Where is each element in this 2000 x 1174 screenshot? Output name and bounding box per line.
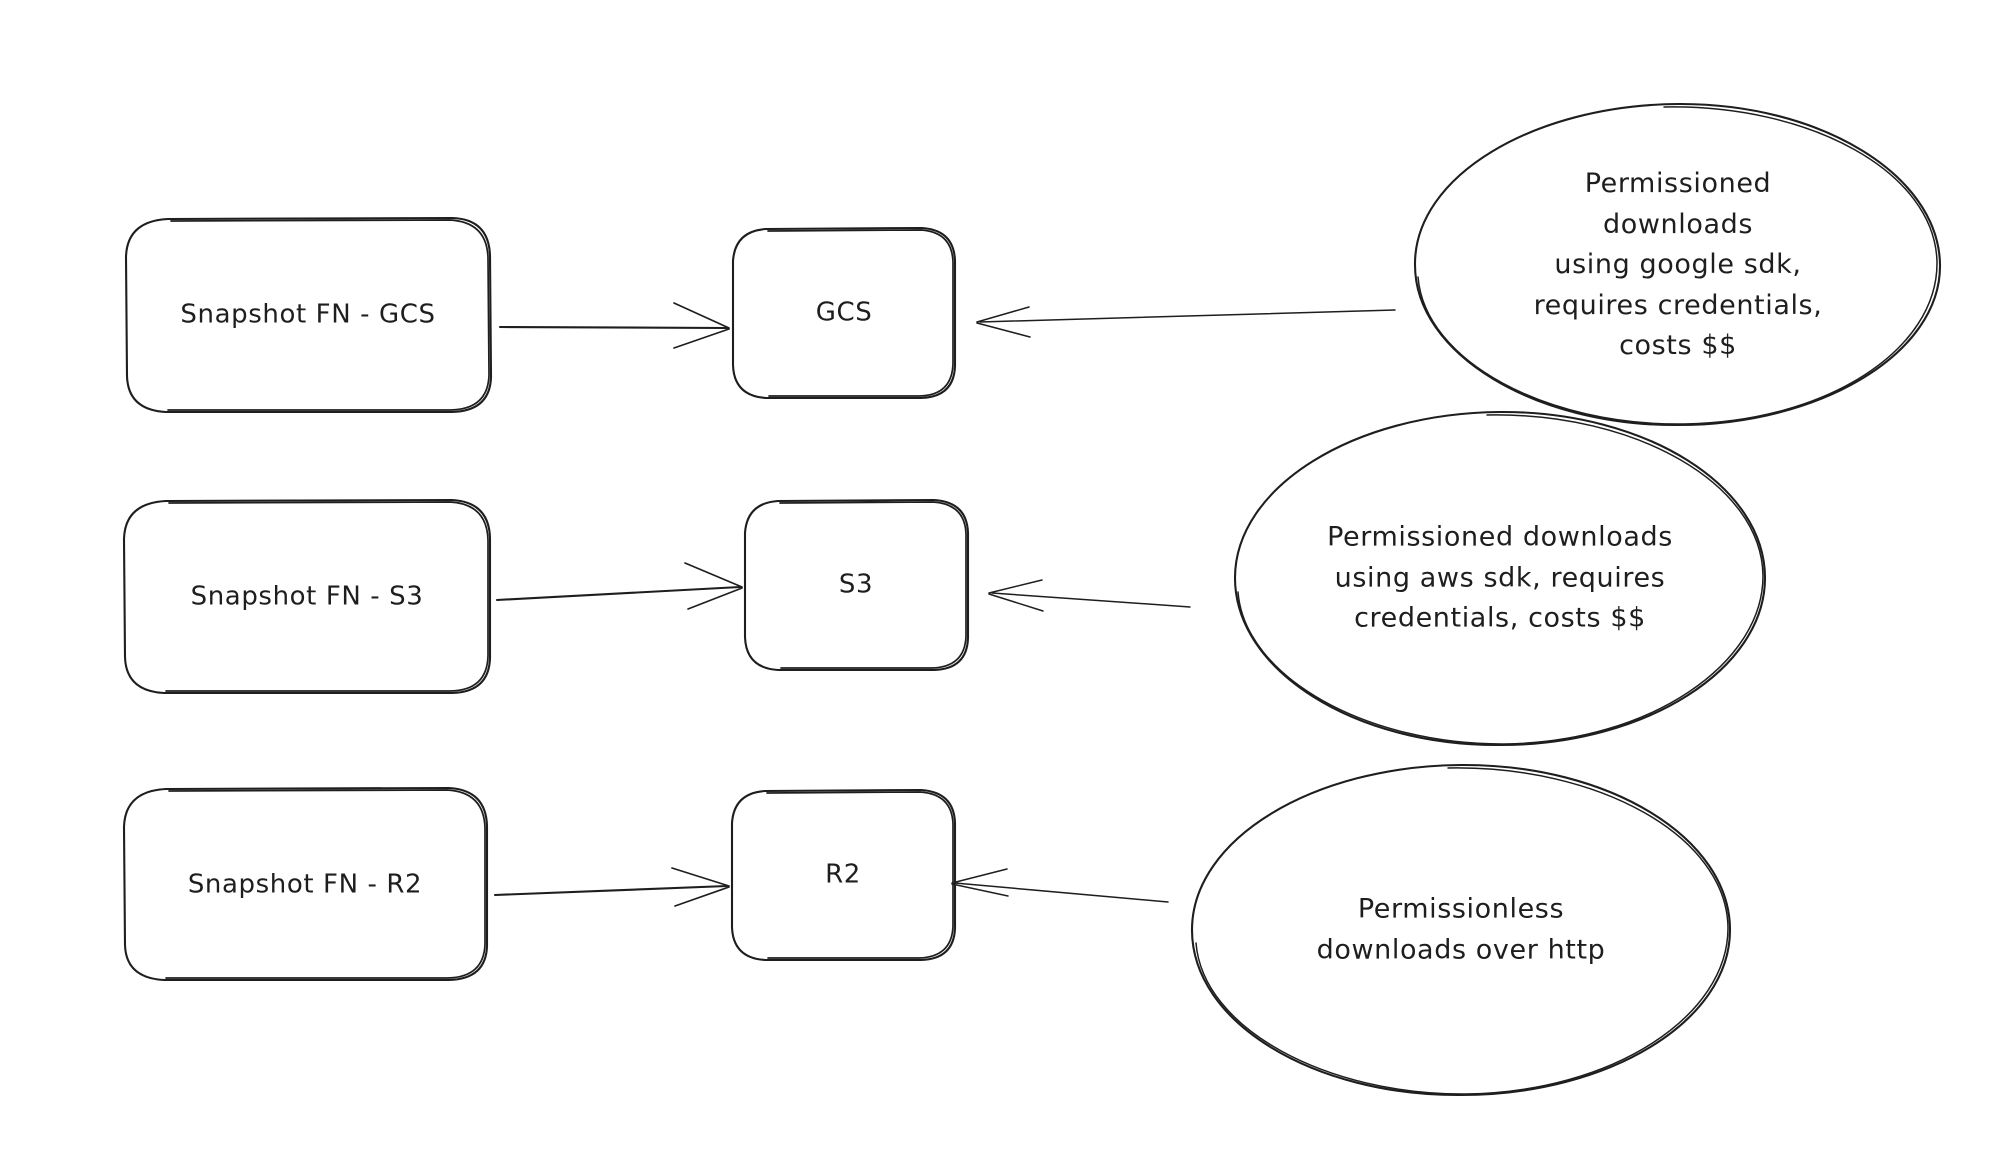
- ellipse-note-gcs-shape[interactable]: [1413, 102, 1942, 427]
- arrow-snapshot-fn-s3-to-s3: [495, 562, 743, 610]
- node-snapshot-fn-s3-shape[interactable]: [122, 498, 492, 695]
- arrow-note-r2-to-r2: [951, 868, 1169, 903]
- node-s3-shape[interactable]: [743, 498, 970, 672]
- node-snapshot-fn-r2-shape[interactable]: [122, 786, 489, 982]
- node-gcs-shape[interactable]: [731, 226, 957, 400]
- ellipse-note-s3-shape[interactable]: [1233, 410, 1767, 747]
- arrow-snapshot-fn-gcs-to-gcs: [498, 302, 730, 349]
- arrow-note-s3-to-s3: [988, 579, 1191, 612]
- arrow-snapshot-fn-r2-to-r2: [493, 867, 730, 907]
- node-r2-shape[interactable]: [730, 788, 957, 962]
- node-snapshot-fn-gcs-shape[interactable]: [124, 216, 493, 414]
- arrow-note-gcs-to-gcs: [976, 306, 1396, 338]
- ellipse-note-r2-shape[interactable]: [1190, 763, 1732, 1097]
